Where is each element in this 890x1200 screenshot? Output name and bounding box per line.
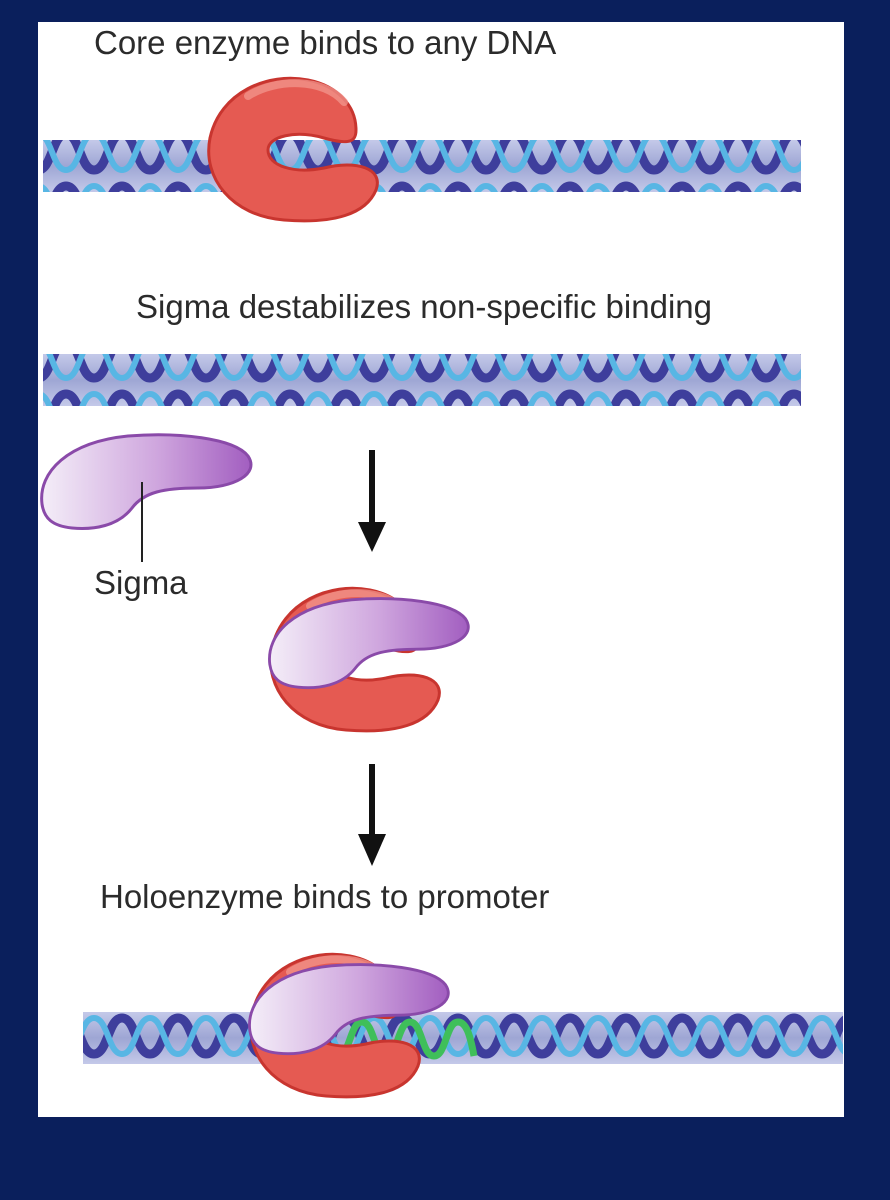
sigma-factor: [40, 433, 253, 530]
arrow-down-icon-2: [358, 764, 386, 866]
sigma-label: Sigma: [94, 564, 188, 601]
sigma-factor-diagram: [40, 22, 843, 1117]
dna-strand-1: [43, 140, 801, 192]
arrow-down-icon: [358, 450, 386, 552]
step2-label: Sigma destabilizes non-specific binding: [136, 288, 712, 325]
diagram-panel: Core enzyme binds to any DNA Sigma desta…: [38, 22, 844, 1117]
holoenzyme: [269, 588, 470, 731]
step3-label: Holoenzyme binds to promoter: [100, 878, 550, 915]
step1-label: Core enzyme binds to any DNA: [94, 24, 557, 61]
dna-strand-2: [43, 354, 801, 406]
promoter-region: [336, 1018, 478, 1060]
